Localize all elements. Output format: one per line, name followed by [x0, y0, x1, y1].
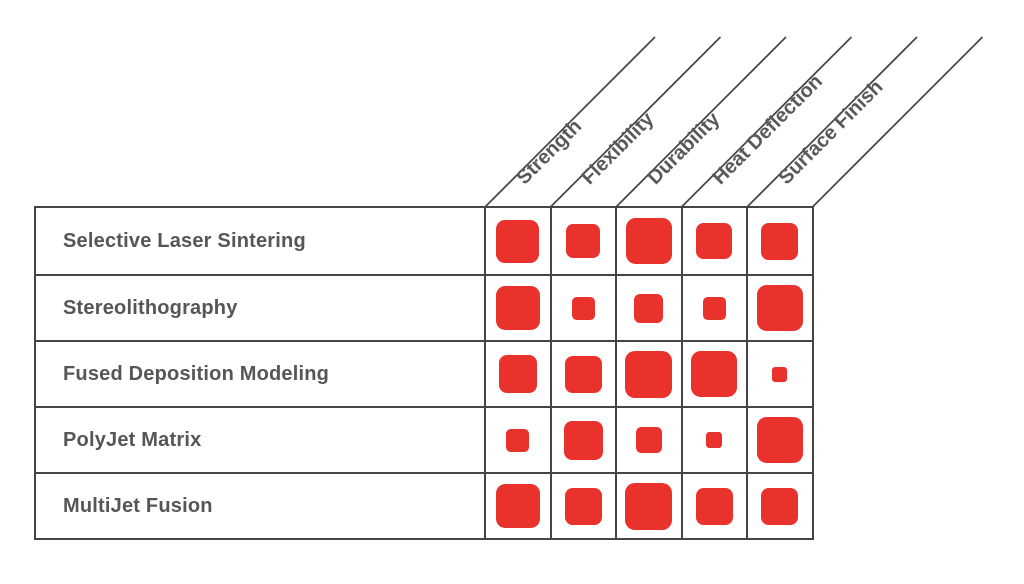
matrix-cell-multijet-fusion-durability [615, 474, 681, 538]
rating-square [695, 487, 733, 525]
table-row-selective-laser-sintering: Selective Laser Sintering [36, 208, 812, 274]
rating-square [495, 484, 540, 528]
matrix-cell-fused-deposition-modeling-strength [484, 342, 550, 406]
rating-square [706, 432, 723, 448]
rating-square [495, 286, 540, 330]
rating-square [563, 420, 603, 460]
matrix-cell-polyjet-matrix-flexibility [549, 408, 616, 472]
matrix-cell-polyjet-matrix-durability [615, 408, 681, 472]
matrix-cell-stereolithography-flexibility [549, 276, 616, 340]
rating-square [634, 293, 664, 323]
column-header-heat-deflection: Heat Deflection [708, 70, 827, 189]
rating-square [756, 417, 803, 463]
matrix-cell-fused-deposition-modeling-heat-deflection [680, 342, 747, 406]
rating-square [496, 219, 540, 263]
row-label-selective-laser-sintering: Selective Laser Sintering [63, 229, 306, 252]
matrix-cell-selective-laser-sintering-strength [484, 208, 550, 274]
rating-square [566, 224, 601, 258]
matrix-cell-selective-laser-sintering-durability [615, 208, 681, 274]
rating-square [691, 351, 738, 397]
rating-square [635, 427, 662, 453]
rating-square [761, 222, 799, 260]
matrix-cell-selective-laser-sintering-flexibility [549, 208, 616, 274]
table-row-stereolithography: Stereolithography [36, 274, 812, 340]
matrix-cell-selective-laser-sintering-surface-finish [746, 208, 812, 274]
matrix-cell-polyjet-matrix-heat-deflection [680, 408, 747, 472]
matrix-cell-fused-deposition-modeling-flexibility [549, 342, 616, 406]
rating-square [756, 285, 803, 331]
matrix-cell-stereolithography-heat-deflection [680, 276, 747, 340]
rating-square [696, 223, 733, 259]
matrix-cell-multijet-fusion-surface-finish [746, 474, 812, 538]
matrix-cell-polyjet-matrix-surface-finish [746, 408, 812, 472]
matrix-cell-stereolithography-surface-finish [746, 276, 812, 340]
row-label-stereolithography: Stereolithography [63, 296, 238, 319]
rating-square [506, 428, 530, 452]
matrix-cell-selective-laser-sintering-heat-deflection [680, 208, 747, 274]
row-label-fused-deposition-modeling: Fused Deposition Modeling [63, 362, 330, 385]
rating-square [571, 296, 595, 320]
matrix-cell-polyjet-matrix-strength [484, 408, 550, 472]
rating-square [564, 487, 602, 525]
rating-square [625, 350, 673, 398]
matrix-cell-multijet-fusion-flexibility [549, 474, 616, 538]
matrix-cell-stereolithography-durability [615, 276, 681, 340]
rating-square [772, 366, 788, 382]
row-label-multijet-fusion: MultiJet Fusion [63, 494, 213, 517]
table-row-multijet-fusion: MultiJet Fusion [36, 472, 812, 538]
column-header-strength: Strength [511, 115, 586, 189]
rating-square [498, 355, 537, 393]
rating-square [761, 487, 799, 525]
matrix-cell-fused-deposition-modeling-durability [615, 342, 681, 406]
rating-square [625, 218, 672, 264]
matrix-cell-multijet-fusion-strength [484, 474, 550, 538]
matrix-cell-fused-deposition-modeling-surface-finish [746, 342, 812, 406]
rating-square [564, 355, 602, 393]
table-row-polyjet-matrix: PolyJet Matrix [36, 406, 812, 472]
matrix-cell-multijet-fusion-heat-deflection [680, 474, 747, 538]
matrix-cell-stereolithography-strength [484, 276, 550, 340]
rating-square [702, 296, 726, 320]
table-row-fused-deposition-modeling: Fused Deposition Modeling [36, 340, 812, 406]
row-label-polyjet-matrix: PolyJet Matrix [63, 428, 202, 451]
rating-square [625, 482, 673, 530]
